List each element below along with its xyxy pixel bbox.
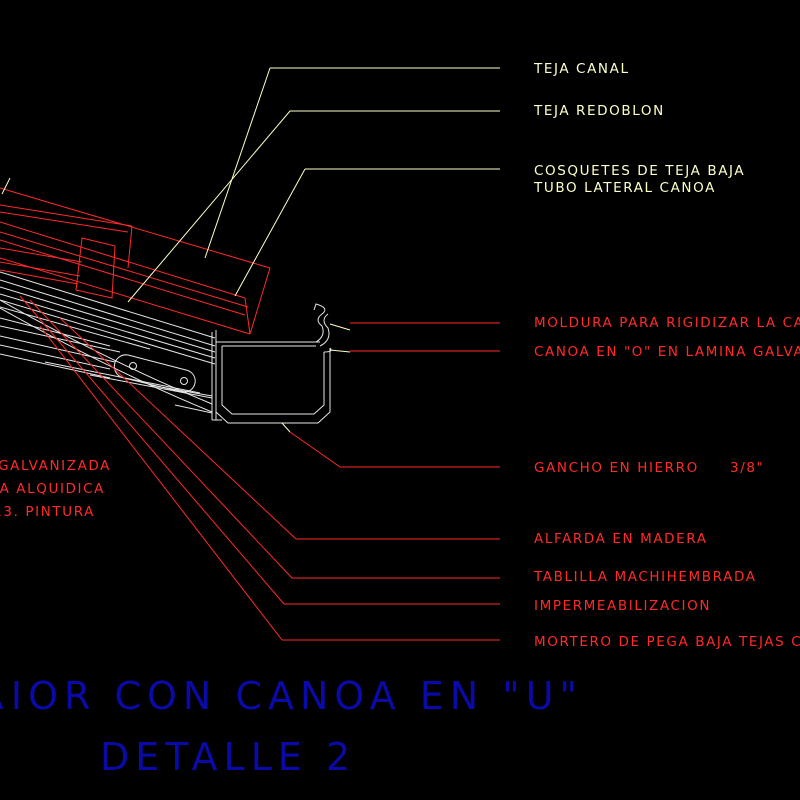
- label-left-lamina: LAMINA GALVANIZADA: [0, 458, 111, 474]
- label-impermeabilizacion: IMPERMEABILIZACION: [534, 598, 711, 614]
- label-alfarda: ALFARDA EN MADERA: [534, 531, 708, 547]
- label-cosquetes: COSQUETES DE TEJA BAJA: [534, 163, 745, 179]
- red-labels: MOLDURA PARA RIGIDIZAR LA CANOA CANOA EN…: [0, 315, 800, 650]
- label-tablilla: TABLILLA MACHIHEMBRADA: [533, 569, 757, 585]
- yellow-leaders: [1, 67, 500, 433]
- label-moldura: MOLDURA PARA RIGIDIZAR LA CANOA: [534, 315, 800, 331]
- label-tubo-lateral: TUBO LATERAL CANOA: [533, 180, 716, 196]
- label-left-calibre: CALIBRE No. 13. PINTURA: [0, 504, 95, 520]
- label-teja-redoblon: TEJA REDOBLON: [533, 103, 665, 119]
- roof-tiles: [0, 187, 271, 335]
- label-gancho: GANCHO EN HIERRO: [534, 460, 699, 476]
- title-line-1: ALERO INFERIOR CON CANOA EN "U": [0, 674, 583, 718]
- label-canoa-o: CANOA EN "O" EN LAMINA GALVANIZADA: [534, 344, 800, 360]
- drawing-title: ALERO INFERIOR CON CANOA EN "U" DETALLE …: [0, 674, 583, 779]
- label-teja-canal: TEJA CANAL: [533, 61, 630, 77]
- yellow-labels: TEJA CANAL TEJA REDOBLON COSQUETES DE TE…: [533, 61, 745, 196]
- red-leaders: [19, 295, 500, 641]
- title-line-2: DETALLE 2: [100, 735, 356, 779]
- label-mortero: MORTERO DE PEGA BAJA TEJAS CANAL: [534, 634, 800, 650]
- label-left-pintura: PINTURA ANTICORROSIVA ALQUIDICA: [0, 481, 105, 497]
- roof-structure: [0, 271, 222, 421]
- label-gancho-size: 3/8": [730, 460, 764, 476]
- gutter-profile: [215, 303, 332, 424]
